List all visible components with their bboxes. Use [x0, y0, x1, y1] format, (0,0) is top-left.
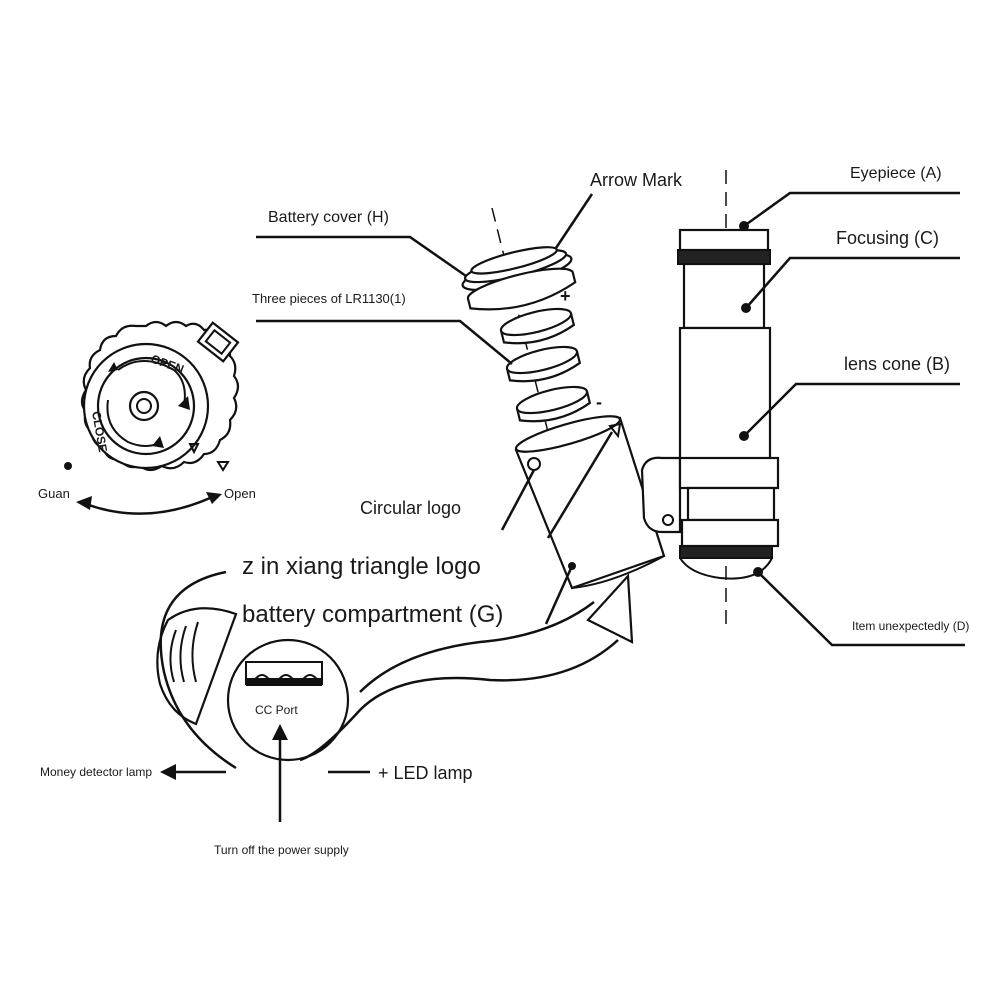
dial-rotation-arrow-head-right	[206, 492, 222, 504]
battery-cell-1	[499, 307, 576, 345]
dial-top-view: OPEN CLOSE	[64, 320, 240, 515]
dial-guan-dot	[64, 462, 72, 470]
battery-cover-part	[461, 246, 577, 311]
battery-cell-3	[515, 385, 592, 423]
dial-inner-triangle	[188, 443, 200, 455]
lens-cone-part	[678, 326, 772, 462]
label-open: Open	[224, 486, 256, 501]
triangle-logo-mark	[608, 422, 622, 439]
label-triangle-logo: z in xiang triangle logo	[242, 553, 481, 580]
item-ring-part	[679, 545, 773, 559]
dial-center-hub	[136, 398, 152, 414]
led-lamp-part	[156, 607, 350, 762]
label-arrow-mark: Arrow Mark	[590, 170, 683, 190]
microscope-body	[677, 170, 780, 625]
label-guan: Guan	[38, 486, 70, 501]
big-curved-arrow	[159, 570, 619, 770]
dial-rotation-arrow-head-left	[76, 496, 92, 510]
leader-lines	[160, 191, 965, 822]
label-circular-logo: Circular logo	[360, 498, 461, 518]
label-eyepiece: Eyepiece (A)	[850, 165, 942, 182]
label-three-pieces: Three pieces of LR1130(1)	[252, 291, 406, 306]
label-led-lamp: + LED lamp	[378, 763, 473, 783]
battery-compartment-part	[514, 415, 682, 590]
dial-center-hole	[128, 390, 160, 422]
cc-port-contacts	[245, 661, 323, 686]
dial-open-curve-arrow	[117, 360, 186, 407]
label-lens-cone: lens cone (B)	[844, 354, 950, 374]
dial-open-triangle	[216, 461, 230, 472]
dial-tab	[196, 321, 240, 363]
label-focusing: Focusing (C)	[836, 228, 939, 248]
big-curved-arrow-head	[586, 573, 634, 644]
battery-minus-sign: -	[596, 392, 602, 412]
eyepiece-part	[678, 228, 770, 252]
dial-rotation-arrow	[85, 496, 211, 515]
dial-close-curve-arrow	[106, 399, 163, 447]
battery-plus-sign: +	[560, 286, 571, 306]
label-battery-cover: Battery cover (H)	[268, 209, 389, 226]
dial-close-arrow-head	[152, 436, 164, 448]
dial-left-arrow-head	[108, 362, 118, 372]
label-cc-port: CC Port	[255, 703, 298, 717]
focusing-part	[682, 262, 766, 330]
dial-open-arrow-head	[178, 396, 190, 410]
label-item-unexpectedly: Item unexpectedly (D)	[852, 619, 969, 633]
label-money-detector: Money detector lamp	[40, 765, 152, 779]
label-power-off: Turn off the power supply	[214, 843, 349, 857]
battery-cell-2	[505, 345, 582, 383]
lamp-window	[226, 638, 350, 762]
label-battery-compartment: battery compartment (G)	[242, 601, 503, 628]
body-clamp-band	[678, 456, 780, 490]
